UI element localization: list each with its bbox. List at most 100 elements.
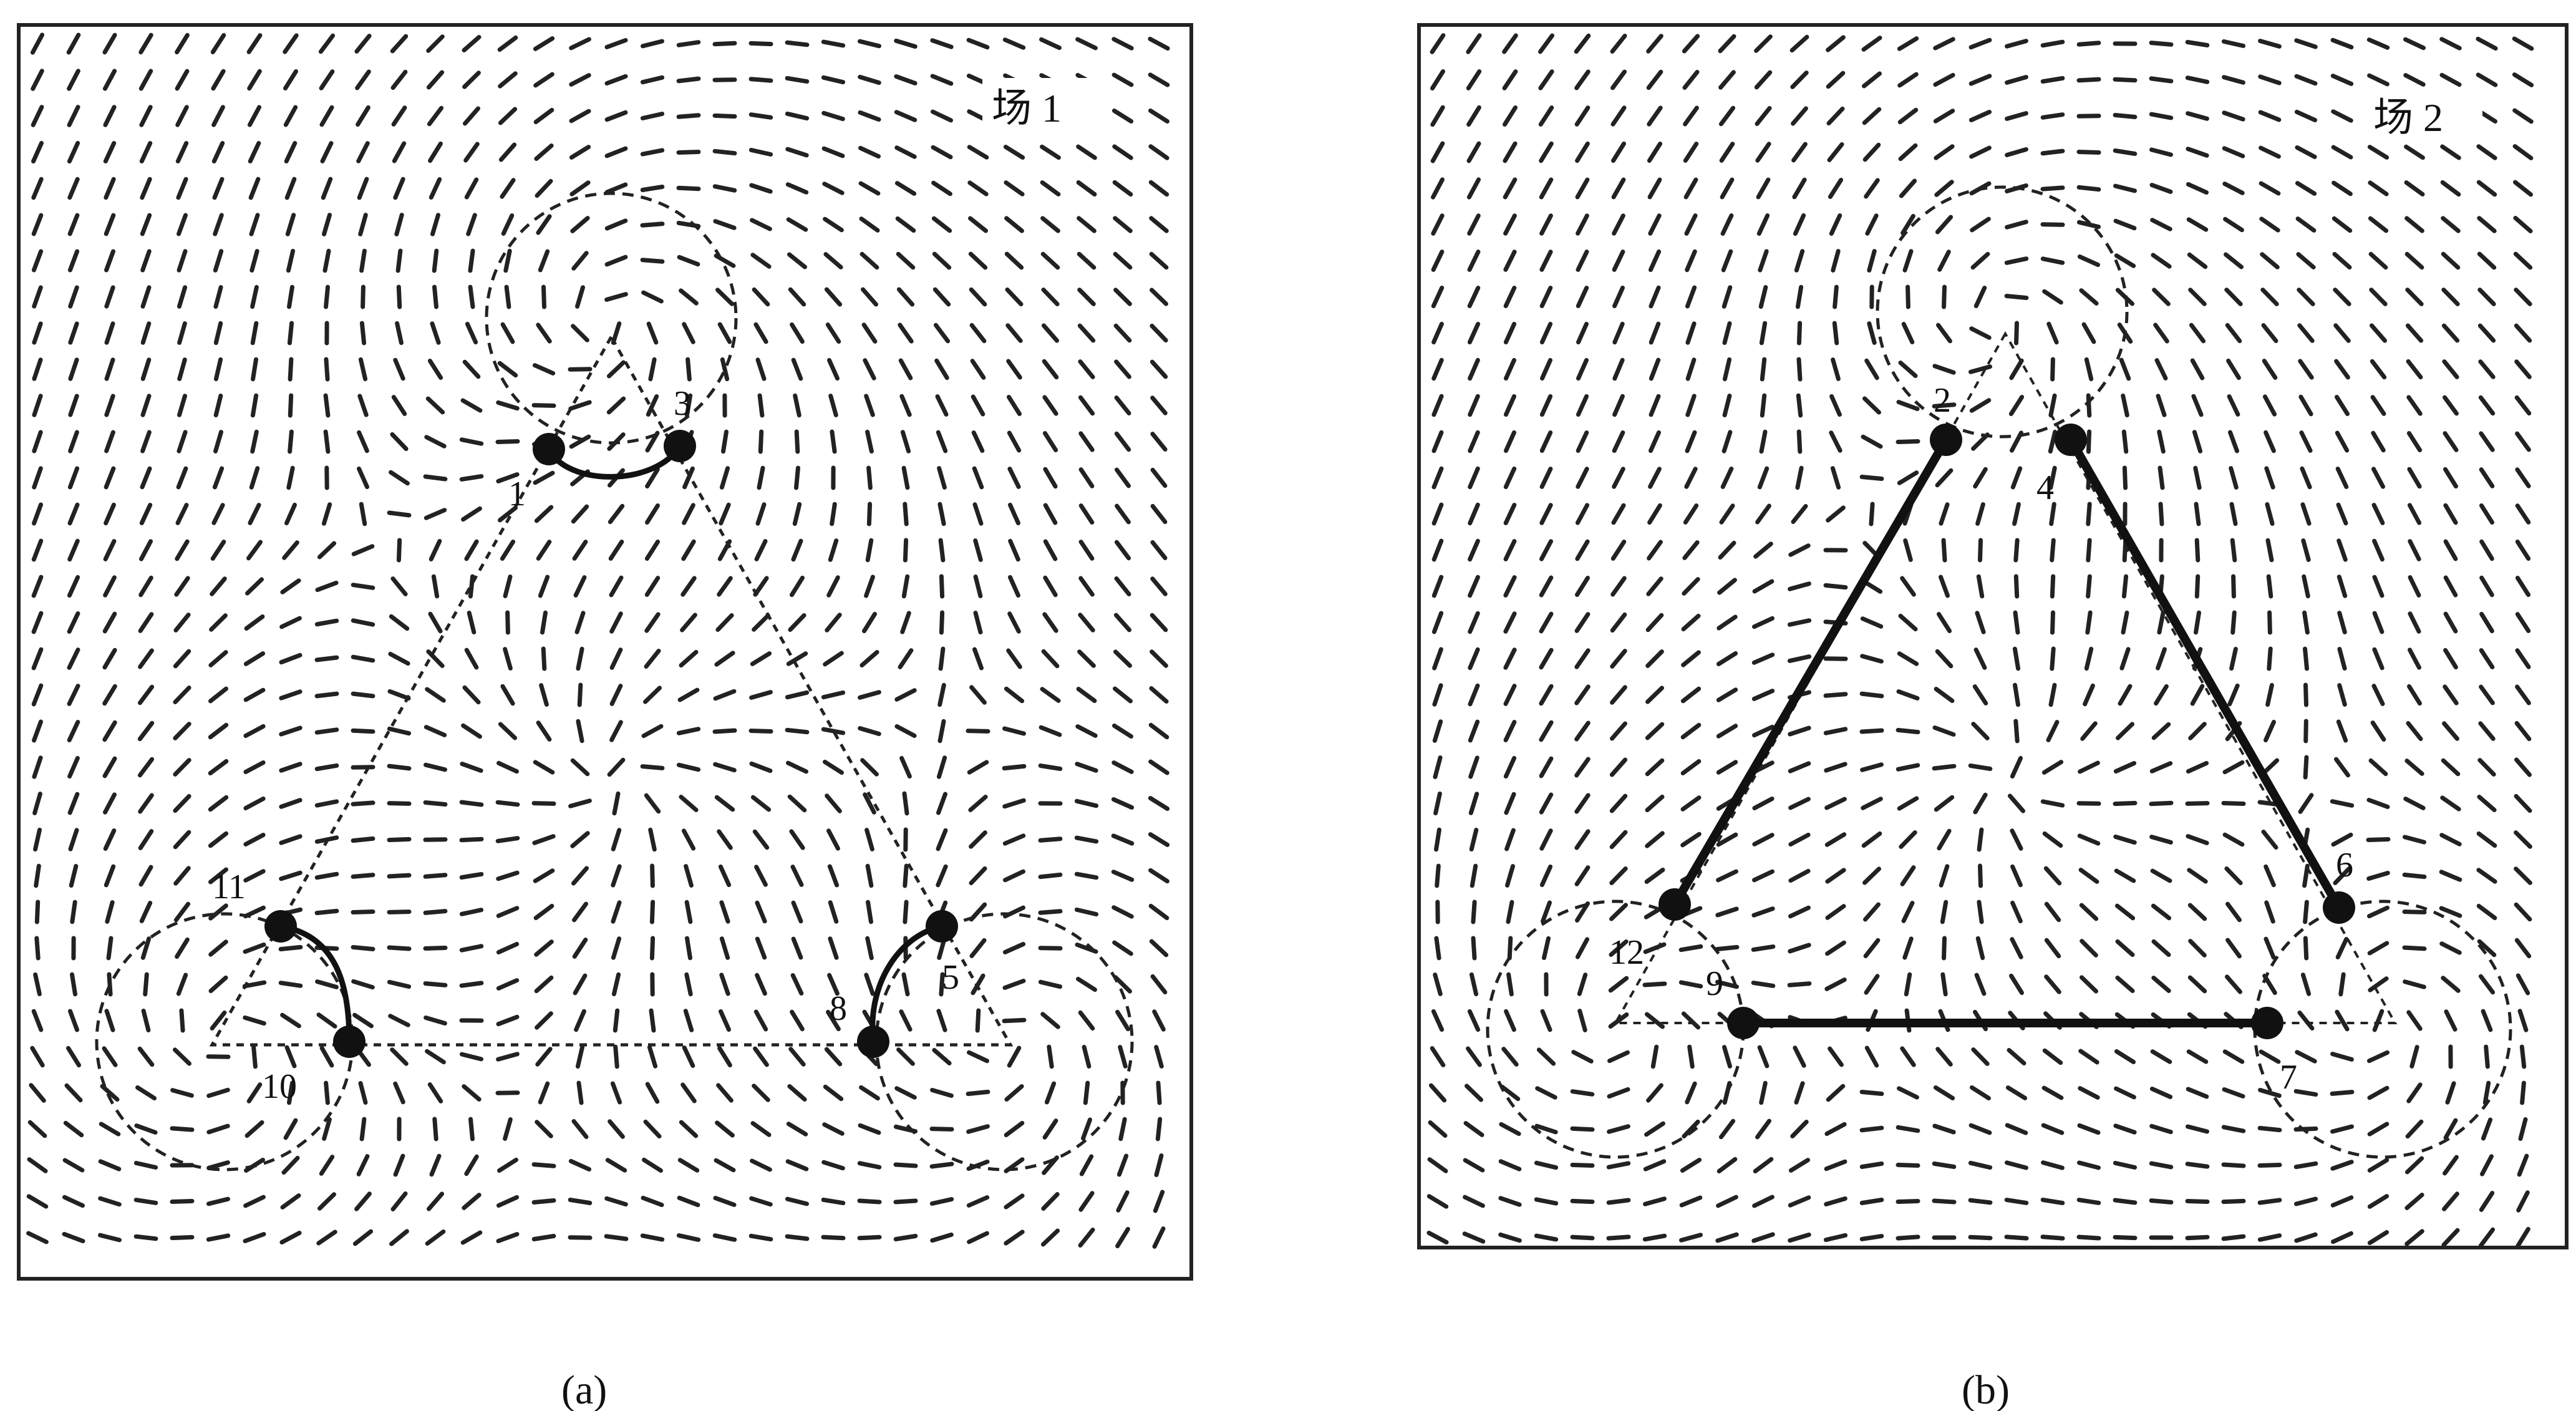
field-stroke	[2086, 393, 2092, 418]
field-stroke	[2185, 1161, 2210, 1169]
field-stroke	[2337, 683, 2347, 707]
field-stroke	[206, 1123, 230, 1135]
field-stroke	[2005, 111, 2028, 121]
field-stroke	[495, 836, 520, 843]
field-stroke	[2407, 684, 2422, 706]
field-stroke	[279, 616, 302, 629]
field-stroke	[32, 394, 43, 417]
field-stroke	[2476, 180, 2497, 197]
field-stroke	[2192, 430, 2203, 453]
field-stroke	[570, 216, 590, 233]
field-stroke	[749, 761, 773, 773]
field-stroke	[139, 901, 153, 923]
field-stroke	[1752, 579, 1775, 594]
field-stroke	[2188, 939, 2207, 958]
field-stroke	[1430, 69, 1445, 90]
field-stroke	[568, 1158, 592, 1172]
field-stroke	[314, 691, 339, 699]
field-stroke	[858, 39, 881, 49]
field-stroke	[858, 726, 881, 736]
field-stroke	[2478, 359, 2496, 379]
field-stroke	[67, 177, 80, 200]
field-stroke	[424, 508, 447, 520]
field-stroke	[2186, 834, 2209, 845]
field-stroke	[823, 216, 844, 233]
field-stroke	[1644, 868, 1665, 884]
field-stroke	[644, 576, 661, 597]
field-stroke	[1111, 760, 1134, 774]
field-stroke	[33, 972, 42, 997]
field-stroke	[2040, 148, 2065, 156]
field-stroke	[1607, 1124, 1630, 1134]
field-stroke	[208, 903, 228, 921]
field-stroke	[931, 180, 952, 196]
field-stroke	[1111, 870, 1135, 882]
field-stroke	[1468, 538, 1480, 562]
field-stroke	[137, 684, 155, 706]
field-stroke	[1788, 905, 1811, 919]
field-stroke	[1902, 936, 1914, 960]
panel-b-node-9	[1727, 1007, 1760, 1039]
field-stroke	[62, 1158, 85, 1173]
field-stroke	[319, 105, 334, 127]
field-stroke	[210, 576, 227, 596]
field-stroke	[208, 831, 229, 848]
field-stroke	[2081, 322, 2096, 344]
field-stroke	[2301, 538, 2311, 562]
field-stroke	[2407, 467, 2422, 489]
field-stroke	[1719, 503, 1735, 525]
field-stroke	[284, 1045, 297, 1069]
field-stroke	[248, 503, 261, 525]
field-stroke	[2114, 903, 2136, 921]
field-stroke	[1539, 394, 1553, 417]
field-stroke	[2259, 181, 2281, 196]
field-stroke	[1541, 900, 1552, 924]
field-stroke	[2186, 1087, 2209, 1099]
field-stroke	[2514, 830, 2532, 849]
field-stroke	[857, 1234, 882, 1241]
field-stroke	[572, 540, 588, 561]
field-stroke	[1791, 142, 1808, 163]
field-stroke	[1043, 503, 1058, 525]
field-stroke	[1611, 503, 1626, 525]
field-stroke	[821, 727, 846, 735]
field-stroke	[460, 762, 483, 773]
field-stroke	[70, 899, 77, 924]
field-stroke	[933, 322, 951, 344]
field-stroke	[1606, 1161, 1631, 1170]
field-stroke	[1609, 830, 1628, 850]
field-stroke	[936, 828, 948, 851]
field-stroke	[1862, 107, 1882, 125]
field-stroke	[2405, 323, 2424, 343]
field-stroke	[2190, 684, 2205, 706]
field-stroke	[2331, 216, 2353, 233]
field-stroke	[387, 726, 412, 736]
field-stroke	[1788, 797, 1811, 810]
field-stroke	[2515, 467, 2531, 488]
field-stroke	[859, 251, 879, 270]
field-stroke	[2404, 1229, 2424, 1246]
field-stroke	[1679, 1233, 1703, 1243]
field-stroke	[2013, 682, 2020, 707]
field-stroke	[423, 800, 448, 807]
field-stroke	[1968, 110, 1992, 122]
field-stroke	[102, 647, 117, 670]
field-stroke	[1539, 611, 1554, 634]
field-stroke	[1077, 251, 1097, 270]
field-stroke	[1075, 724, 1098, 738]
field-stroke	[322, 248, 331, 273]
field-stroke	[67, 213, 80, 236]
field-stroke	[2372, 1009, 2385, 1032]
field-stroke	[67, 684, 80, 706]
field-stroke	[2366, 37, 2390, 50]
field-stroke	[496, 941, 520, 955]
field-stroke	[1538, 69, 1554, 90]
field-stroke	[247, 105, 262, 127]
field-stroke	[2335, 937, 2349, 959]
field-stroke	[1041, 649, 1060, 669]
field-stroke	[1430, 33, 1446, 54]
field-stroke	[2404, 251, 2424, 270]
field-stroke	[464, 1154, 479, 1176]
field-stroke	[391, 395, 407, 416]
field-stroke	[243, 1195, 266, 1208]
